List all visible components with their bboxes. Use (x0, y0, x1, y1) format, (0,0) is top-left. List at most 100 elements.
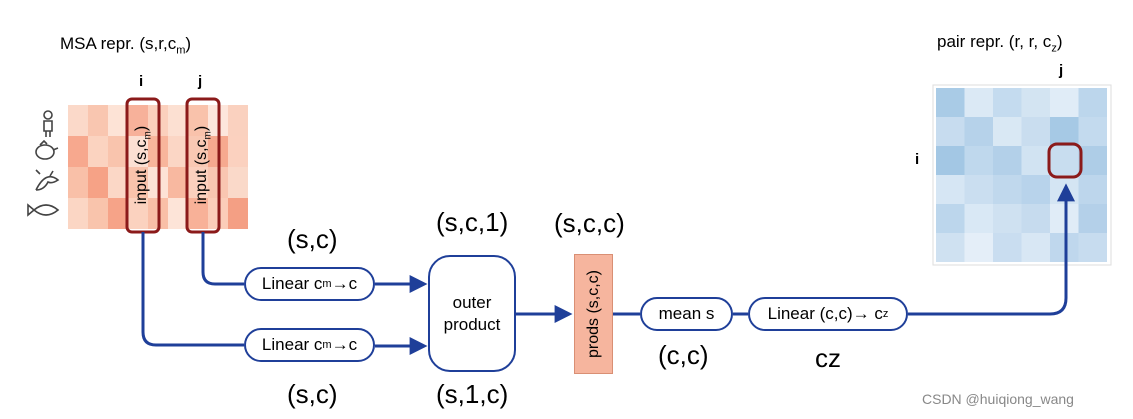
arrow-linear-to-pair (908, 183, 1075, 316)
pair-cell (936, 88, 965, 117)
pair-cell (964, 117, 993, 146)
pair-heatmap (932, 84, 1112, 266)
pair-cell (964, 88, 993, 117)
pair-cell (1021, 117, 1050, 146)
msa-cell (68, 136, 88, 167)
pair-cell (1050, 117, 1079, 146)
pair-cell (1078, 146, 1107, 175)
pair-cell (936, 175, 965, 204)
pair-row-i-label: i (915, 151, 920, 168)
connector-j-to-linear-top (201, 232, 244, 286)
pair-cell (993, 88, 1022, 117)
msa-cell (168, 198, 188, 229)
pair-cell (1021, 146, 1050, 175)
pair-cell (964, 175, 993, 204)
pair-cell (1050, 175, 1079, 204)
msa-cell (228, 167, 248, 198)
pair-cell (993, 233, 1022, 262)
msa-cell (188, 198, 208, 229)
msa-title: MSA repr. (s,r,cm) (60, 34, 192, 57)
pair-cell (936, 146, 965, 175)
pair-cell (1021, 204, 1050, 233)
msa-cell (128, 136, 148, 167)
msa-cell (168, 136, 188, 167)
msa-cell (228, 198, 248, 229)
species-icons (27, 110, 60, 217)
msa-col-j-label: j (198, 73, 203, 90)
pair-cell (993, 204, 1022, 233)
chicken-icon (35, 139, 59, 160)
outer-product-shape-top: (s,c,1) (436, 207, 509, 237)
msa-cell (188, 136, 208, 167)
pair-cell (1078, 88, 1107, 117)
msa-cell (88, 136, 108, 167)
msa-heatmap (68, 105, 248, 229)
msa-cell (108, 105, 128, 136)
msa-cell (108, 198, 128, 229)
pair-cell (964, 233, 993, 262)
input-j-label: input (s,cm) (192, 126, 214, 205)
msa-cell (68, 105, 88, 136)
msa-cell (228, 136, 248, 167)
connectors (141, 183, 1075, 355)
msa-cell (168, 167, 188, 198)
fish-icon (27, 203, 60, 217)
linear-final-shape: cz (815, 343, 841, 373)
msa-col-i-label: i (139, 73, 144, 90)
pair-cell (1021, 175, 1050, 204)
pair-cell (993, 117, 1022, 146)
msa-cell (108, 167, 128, 198)
mean-box: mean s (640, 297, 733, 331)
msa-cell (88, 105, 108, 136)
msa-cell (188, 105, 208, 136)
msa-cell (88, 167, 108, 198)
msa-cell (128, 167, 148, 198)
msa-cell (128, 105, 148, 136)
pair-cell (993, 146, 1022, 175)
msa-cell (188, 167, 208, 198)
pair-cell-ij-highlight (1047, 142, 1083, 179)
input-i-label: input (s,cm) (132, 126, 154, 205)
pair-cell (964, 204, 993, 233)
pair-title: pair repr. (r, r, cz) (937, 32, 1063, 55)
msa-cell (68, 198, 88, 229)
pair-cell (964, 146, 993, 175)
pair-cell (1078, 175, 1107, 204)
pair-cell (1078, 117, 1107, 146)
pair-cell (1050, 204, 1079, 233)
msa-cell (228, 105, 248, 136)
linear-bottom-shape: (s,c) (287, 379, 338, 409)
msa-cell (68, 167, 88, 198)
mean-shape: (c,c) (658, 340, 709, 370)
prods-box: prods (s,c,c) (574, 254, 613, 374)
watermark: CSDN @huiqiong_wang (922, 391, 1074, 407)
pair-cell (1021, 88, 1050, 117)
pair-cell (1050, 146, 1079, 175)
pair-cell (1078, 233, 1107, 262)
outer-product-line1: outer (452, 292, 492, 312)
pair-cell (993, 175, 1022, 204)
msa-cell (108, 136, 128, 167)
pair-cell (936, 233, 965, 262)
msa-cell (128, 198, 148, 229)
pair-cell (1078, 204, 1107, 233)
prods-shape: (s,c,c) (554, 208, 625, 238)
pair-col-j-label: j (1059, 62, 1064, 79)
linear-top-shape: (s,c) (287, 224, 338, 254)
msa-cell (168, 105, 188, 136)
pair-cell (936, 117, 965, 146)
lizard-icon (35, 169, 60, 191)
pair-cell (1050, 233, 1079, 262)
connector-i-to-linear-bottom (141, 232, 244, 347)
msa-cell (88, 198, 108, 229)
human-icon (43, 110, 53, 137)
pair-cell (1021, 233, 1050, 262)
pair-cell (1050, 88, 1079, 117)
pair-cell (936, 204, 965, 233)
outer-product-shape-bottom: (s,1,c) (436, 379, 509, 409)
